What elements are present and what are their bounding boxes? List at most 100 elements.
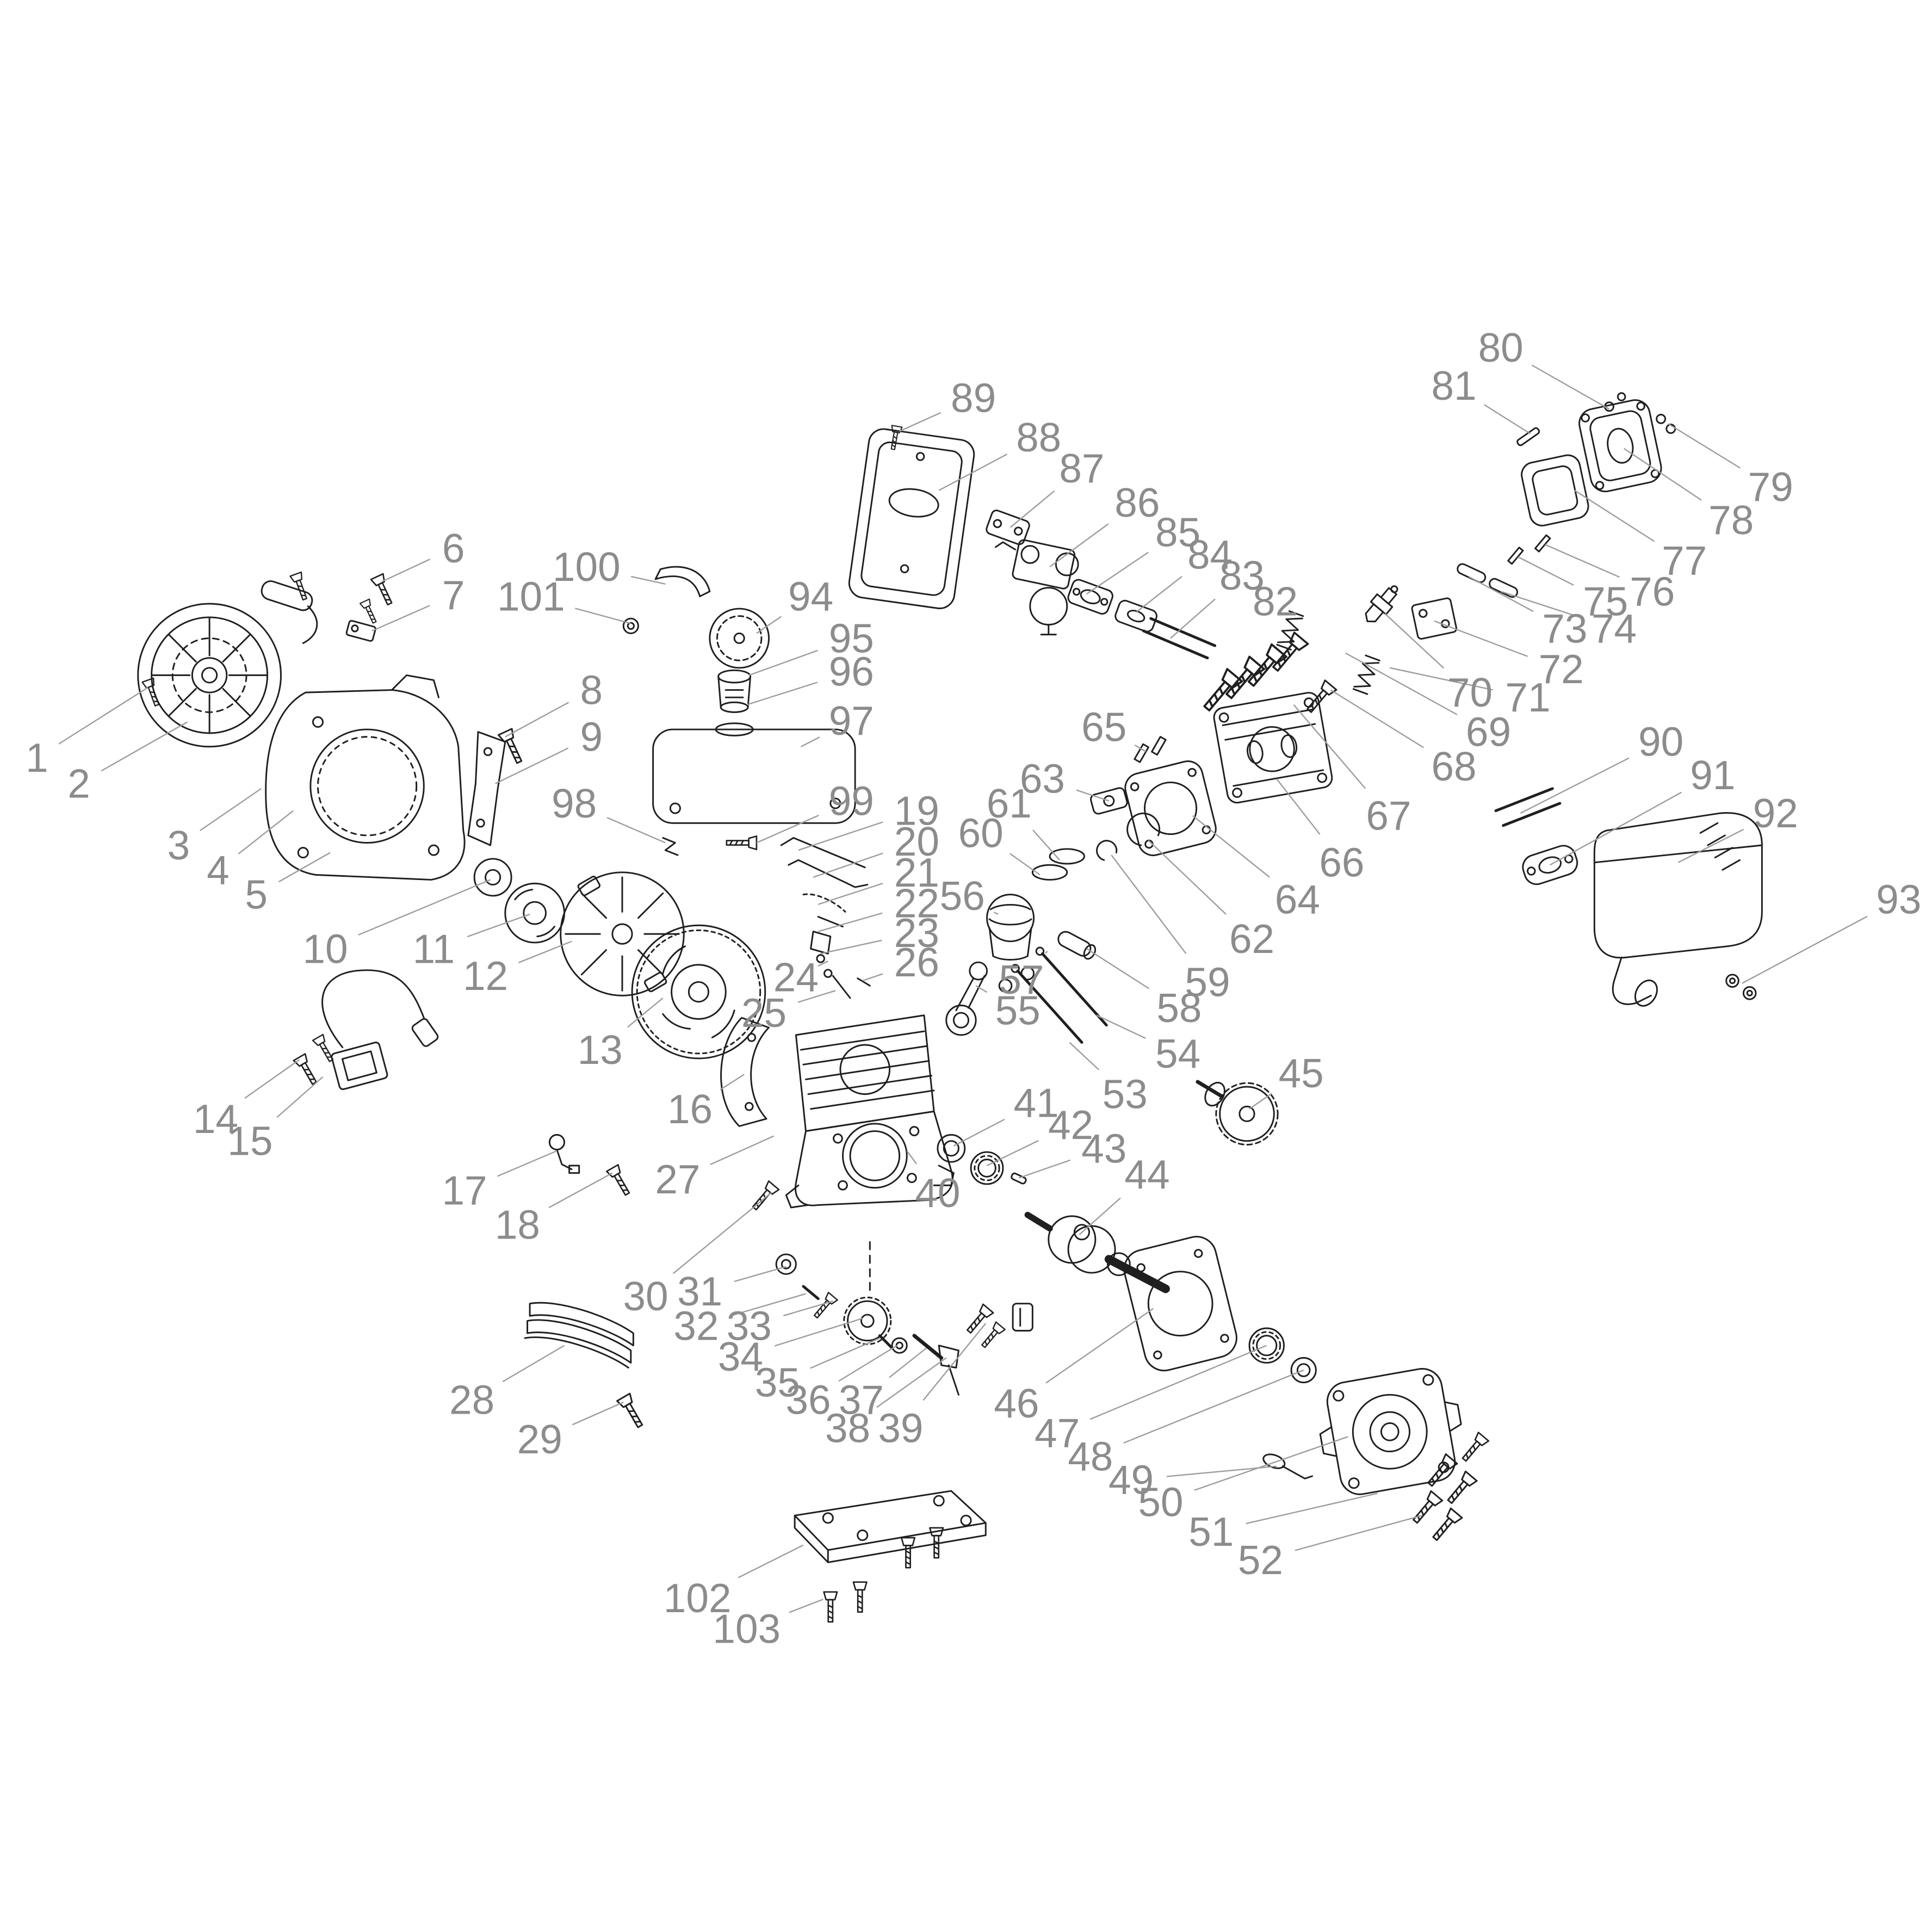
leader-line-47 (1089, 1345, 1267, 1420)
leader-line-5 (278, 852, 331, 883)
leader-line-70 (1384, 613, 1445, 669)
leader-line-2 (101, 721, 188, 772)
leader-line-9 (495, 747, 569, 784)
leader-line-88 (938, 453, 1008, 491)
callout-58: 58 (1156, 985, 1202, 1031)
spring-icon (1352, 654, 1380, 695)
callout-102: 102 (664, 1575, 732, 1621)
callout-55: 55 (995, 988, 1041, 1033)
leader-line-38 (876, 1357, 947, 1408)
callout-95: 95 (829, 615, 874, 661)
callout-27: 27 (655, 1156, 700, 1202)
leader-line-4 (238, 810, 294, 854)
leader-line-14 (244, 1059, 300, 1099)
leader-line-28 (502, 1345, 565, 1383)
flywheel-fan (560, 871, 685, 996)
callout-34: 34 (718, 1334, 763, 1379)
callout-101: 101 (497, 573, 565, 619)
callout-15: 15 (227, 1118, 273, 1164)
callout-83: 83 (1219, 553, 1265, 598)
insulator-gaskets (1067, 579, 1157, 633)
bolt-icon (1409, 1490, 1444, 1527)
callout-38: 38 (825, 1405, 870, 1451)
crankcase-gasket (1123, 1236, 1237, 1372)
leader-line-92 (1677, 828, 1744, 863)
leader-line-83 (1170, 598, 1216, 639)
callout-11: 11 (413, 926, 455, 971)
leader-line-76 (1545, 544, 1620, 578)
callout-46: 46 (994, 1380, 1039, 1426)
callout-37: 37 (839, 1377, 884, 1422)
ball-bearing (970, 1151, 1004, 1185)
leader-line-7 (371, 605, 430, 631)
leader-line-35 (810, 1337, 880, 1369)
callout-68: 68 (1431, 744, 1476, 789)
callout-8: 8 (580, 667, 603, 713)
carburetor (994, 539, 1079, 636)
valve-cover (1578, 399, 1662, 492)
woodruff-key (1011, 1172, 1027, 1185)
fuel-filter (717, 669, 752, 713)
callout-31: 31 (677, 1268, 722, 1314)
callout-99: 99 (829, 778, 874, 823)
leader-line-45 (1249, 1093, 1272, 1110)
callout-77: 77 (1662, 538, 1707, 584)
leader-line-89 (899, 412, 942, 432)
callout-75: 75 (1583, 578, 1628, 624)
muffler-gasket (1522, 845, 1578, 886)
head-dowels (1134, 736, 1167, 763)
bolt-icon (1443, 1470, 1478, 1507)
leader-line-79 (1668, 423, 1741, 469)
leader-line-11 (467, 913, 530, 938)
leader-line-91 (1550, 791, 1682, 866)
leader-line-90 (1520, 757, 1630, 814)
callout-86: 86 (1114, 480, 1160, 525)
leader-line-54 (1096, 1014, 1146, 1039)
leader-line-55 (975, 985, 988, 993)
callout-78: 78 (1708, 497, 1754, 543)
push-rods (1011, 946, 1108, 1044)
leader-line-16 (720, 1074, 745, 1091)
callout-90: 90 (1638, 719, 1683, 765)
side-bracket (524, 1302, 634, 1369)
leader-line-56 (994, 912, 999, 915)
tappets (998, 966, 1035, 993)
recoil-starter (137, 571, 311, 748)
bolt-icon (293, 1053, 321, 1087)
leader-line-32 (730, 1293, 806, 1317)
leader-line-87 (1010, 490, 1055, 528)
callout-93: 93 (1876, 877, 1921, 922)
callout-57: 57 (999, 957, 1044, 1002)
leader-lines (58, 364, 1868, 1613)
callout-81: 81 (1431, 363, 1476, 408)
callout-84: 84 (1187, 531, 1233, 577)
callout-39: 39 (878, 1405, 923, 1451)
callout-88: 88 (1016, 414, 1061, 460)
leader-line-59 (1111, 854, 1187, 954)
governor-gear (843, 1296, 908, 1354)
callout-28: 28 (449, 1377, 494, 1422)
leader-line-27 (710, 1135, 775, 1166)
callout-60: 60 (958, 810, 1004, 856)
clamp-bolts (963, 1303, 1033, 1351)
base-bolts (823, 1527, 944, 1623)
callout-44: 44 (1124, 1151, 1169, 1197)
callout-56: 56 (940, 873, 985, 919)
leader-line-44 (1079, 1197, 1121, 1235)
leader-line-95 (748, 649, 818, 676)
fuel-cap (709, 608, 770, 669)
callout-85: 85 (1155, 510, 1200, 555)
leader-line-31 (734, 1266, 787, 1283)
cover-screws (1604, 392, 1676, 434)
leader-line-74 (1500, 591, 1581, 618)
callout-67: 67 (1366, 793, 1411, 839)
leader-line-103 (789, 1599, 823, 1613)
callout-22: 22 (894, 880, 939, 926)
callout-20: 20 (894, 819, 939, 864)
callout-74: 74 (1592, 605, 1637, 651)
leader-line-58 (1086, 948, 1150, 989)
callout-61: 61 (987, 781, 1032, 826)
callout-63: 63 (1020, 756, 1065, 802)
leader-line-80 (1531, 364, 1610, 410)
leader-line-72 (1434, 620, 1528, 657)
